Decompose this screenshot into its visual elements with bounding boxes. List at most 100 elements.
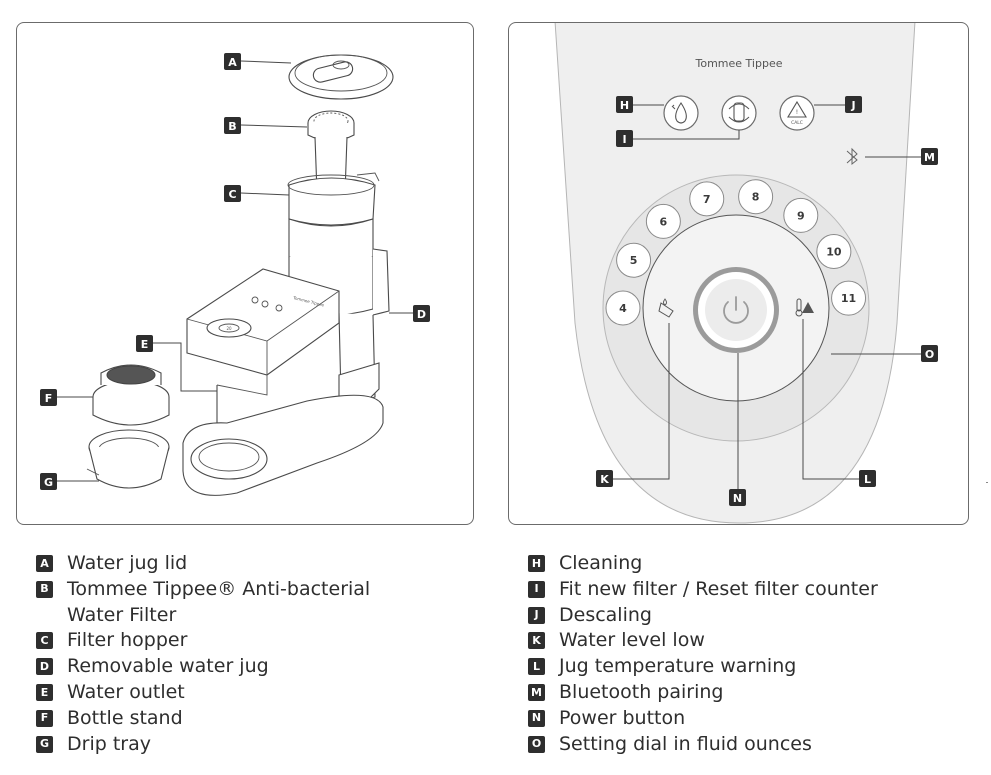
dial-numbers: 4 5 6 7 8 9 10 11 — [605, 179, 867, 326]
legend-text: Water outlet — [67, 680, 185, 703]
dial-number-8: 8 — [738, 179, 774, 215]
cleaning-icon — [663, 95, 699, 131]
svg-text:G: G — [44, 476, 53, 489]
legend-letter-badge: J — [528, 606, 545, 624]
dial-number-label: 8 — [752, 191, 760, 204]
dial-number-7: 7 — [689, 181, 725, 217]
legend-item: J Descaling — [528, 603, 878, 629]
legend-text: Bottle stand — [67, 706, 183, 729]
svg-text:E: E — [141, 338, 149, 351]
dial-number-label: 7 — [703, 193, 711, 206]
legend-item: K Water level low — [528, 628, 878, 654]
legend-letter-badge: H — [528, 555, 545, 572]
legend-text: Jug temperature warning — [559, 655, 797, 678]
callout-f: F — [40, 389, 57, 406]
svg-text:N: N — [733, 492, 742, 505]
callout-a: A — [224, 53, 241, 70]
svg-text:F: F — [45, 392, 53, 405]
control-panel-drawing: Tommee Tippee ! CALC 4 5 6 7 8 9 10 11 — [554, 23, 938, 524]
legend-text: Removable water jug — [67, 655, 269, 678]
dial-number-5: 5 — [616, 242, 652, 278]
svg-text:J: J — [850, 99, 855, 112]
dial-number-4: 4 — [605, 290, 641, 326]
legend-letter-badge: K — [528, 632, 545, 650]
svg-text:!: ! — [796, 109, 798, 116]
descaling-icon: ! CALC — [779, 95, 815, 131]
legend-letter-badge: C — [36, 632, 53, 650]
dial-number-6: 6 — [645, 203, 681, 239]
legend-item: H Cleaning — [528, 551, 878, 577]
water-jug-lid-drawing — [288, 54, 394, 100]
device-dial-value: 20 — [226, 326, 232, 331]
descaling-icon-text: CALC — [791, 120, 803, 126]
legend-letter-badge: A — [36, 555, 53, 572]
legend-letter-badge: N — [528, 709, 545, 727]
callout-g: G — [40, 473, 57, 490]
legend-text: Fit new filter / Reset filter counter — [559, 577, 878, 600]
svg-text:D: D — [417, 308, 426, 321]
jug-temperature-warning-icon — [795, 298, 814, 317]
legend-letter-badge: E — [36, 683, 53, 701]
svg-text:A: A — [228, 56, 237, 69]
callout-j: J — [845, 96, 862, 113]
legend-text: Drip tray — [67, 732, 151, 755]
legend-text: Tommee Tippee® Anti-bacterial Water Filt… — [67, 577, 371, 626]
callout-e: E — [136, 335, 153, 352]
legend-text: Cleaning — [559, 552, 643, 574]
callout-o: O — [921, 345, 938, 362]
water-level-low-icon — [658, 298, 674, 318]
callout-c: C — [224, 185, 241, 202]
legend-text: Filter hopper — [67, 629, 188, 652]
legend-item: F Bottle stand — [36, 706, 370, 732]
dial-number-11: 11 — [831, 280, 867, 316]
machine-exploded-view-panel: 20 Tommee Tippee — [16, 22, 474, 525]
power-button — [693, 267, 779, 353]
callout-k: K — [596, 470, 613, 487]
callout-i: I — [616, 130, 633, 147]
callout-h: H — [616, 96, 633, 113]
dial-number-label: 6 — [660, 215, 668, 228]
dial-number-label: 4 — [619, 302, 627, 315]
legend-letter-badge: M — [528, 683, 545, 701]
legend-text: Water level low — [559, 629, 705, 652]
legend-text: Power button — [559, 706, 686, 729]
legend-letter-badge: O — [528, 735, 545, 753]
legend-item: E Water outlet — [36, 680, 370, 706]
legend-text: Water jug lid — [67, 552, 188, 574]
legend-item: A Water jug lid — [36, 551, 370, 577]
bluetooth-icon — [846, 147, 858, 166]
legend-item: L Jug temperature warning — [528, 654, 878, 680]
legend-text: Setting dial in fluid ounces — [559, 732, 812, 755]
callout-d: D — [413, 305, 430, 322]
dial-number-label: 9 — [797, 209, 805, 222]
legend-item: O Setting dial in fluid ounces — [528, 732, 878, 758]
legend-item: B Tommee Tippee® Anti-bacterial Water Fil… — [36, 577, 370, 629]
legend-item: M Bluetooth pairing — [528, 680, 878, 706]
callout-l: L — [859, 470, 876, 487]
legend-text: Descaling — [559, 603, 652, 626]
dial-number-label: 10 — [826, 246, 842, 259]
svg-text:O: O — [925, 348, 934, 361]
callout-n: N — [729, 489, 746, 506]
svg-text:K: K — [600, 473, 609, 486]
brand-logo-text: Tommee Tippee — [695, 57, 783, 70]
legend-text: Bluetooth pairing — [559, 680, 724, 703]
svg-text:I: I — [622, 133, 626, 146]
legend-letter-badge: F — [36, 709, 53, 727]
drip-tray-drawing — [86, 429, 170, 489]
svg-text:C: C — [228, 188, 236, 201]
legend-letter-badge: G — [36, 735, 53, 753]
dial-number-9: 9 — [783, 197, 819, 233]
svg-text:B: B — [228, 120, 236, 133]
svg-text:L: L — [864, 473, 871, 486]
svg-text:M: M — [924, 151, 935, 164]
filter-reset-icon — [721, 95, 757, 131]
legend-letter-badge: B — [36, 580, 53, 598]
legend-letter-badge: L — [528, 658, 545, 676]
dial-number-label: 11 — [841, 292, 856, 305]
bottle-stand-drawing — [92, 364, 170, 426]
legend-item: N Power button — [528, 706, 878, 732]
